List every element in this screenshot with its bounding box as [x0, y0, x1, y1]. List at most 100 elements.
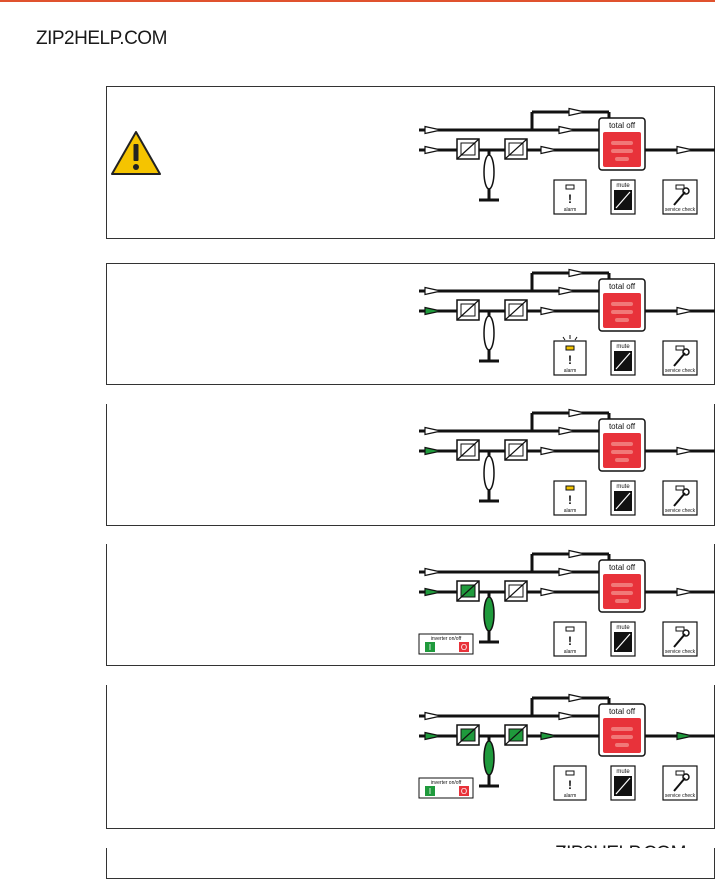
alarm-lamp [565, 485, 575, 491]
mute-label: mute [616, 484, 630, 490]
total-off-stripe [615, 157, 629, 161]
wrench-icon-head [682, 187, 690, 195]
total-off-stripe [615, 318, 629, 322]
total-off-stripe [611, 735, 633, 739]
flow-arrow [558, 711, 576, 721]
total-off-stripe [611, 583, 633, 587]
flow-arrow [568, 408, 586, 418]
flow-arrow [424, 145, 442, 155]
flow-arrow [540, 446, 558, 456]
service-lamp [675, 626, 685, 632]
flow-arrow [558, 286, 576, 296]
exclamation-icon: ! [568, 493, 572, 507]
inverter-on-off-label: inverter on/off [431, 636, 462, 642]
alarm-lamp [565, 184, 575, 190]
total-off-stripe [615, 743, 629, 747]
inverter-diagonal [504, 580, 528, 602]
mute-label: mute [616, 183, 630, 189]
inverter-diagonal [504, 299, 528, 321]
flow-arrow [558, 125, 576, 135]
flow-arrow [424, 567, 442, 577]
mute-label: mute [616, 625, 630, 631]
alarm-label: alarm [564, 793, 577, 799]
alarm-label: alarm [564, 207, 577, 213]
flow-arrow [540, 145, 558, 155]
flow-arrow [424, 731, 442, 741]
wrench-icon [673, 777, 686, 792]
total-off-stripe [615, 458, 629, 462]
flow-arrow [568, 693, 586, 703]
inverter-on-button [425, 786, 435, 796]
total-off-label: total off [609, 563, 636, 572]
flow-arrow [540, 587, 558, 597]
wrench-icon-head [682, 488, 690, 496]
service-check-label: service check [665, 649, 696, 655]
wrench-icon-head [682, 773, 690, 781]
exclamation-icon: ! [568, 634, 572, 648]
flow-arrow [676, 731, 694, 741]
mute-icon-slash [615, 191, 631, 209]
battery-icon [483, 315, 495, 351]
exclamation-icon: ! [568, 192, 572, 206]
total-off-stripe [611, 442, 633, 446]
flow-arrow [424, 306, 442, 316]
service-lamp [675, 345, 685, 351]
service-lamp [675, 184, 685, 190]
flow-arrow [676, 587, 694, 597]
rectifier-diagonal [456, 580, 480, 602]
flow-arrow [676, 306, 694, 316]
flow-arrow [568, 107, 586, 117]
mute-label: mute [616, 344, 630, 350]
total-off-label: total off [609, 282, 636, 291]
flow-arrow [568, 549, 586, 559]
flow-arrow [540, 731, 558, 741]
mute-icon-slash [615, 492, 631, 510]
alarm-lamp [565, 626, 575, 632]
flow-arrow [558, 426, 576, 436]
exclamation-icon: ! [568, 778, 572, 792]
inverter-off-text: O [461, 643, 467, 652]
flash-icon [574, 336, 578, 341]
battery-icon [483, 455, 495, 491]
alarm-lamp [565, 345, 575, 351]
battery-icon [483, 596, 495, 632]
inverter-diagonal [504, 439, 528, 461]
total-off-stripe [611, 591, 633, 595]
flow-arrow [424, 125, 442, 135]
rectifier-diagonal [456, 299, 480, 321]
alarm-label: alarm [564, 649, 577, 655]
flow-arrow [676, 446, 694, 456]
service-lamp [675, 770, 685, 776]
total-off-stripe [615, 599, 629, 603]
total-off-label: total off [609, 707, 636, 716]
watermark-text: ZIP2HELP.COM [36, 28, 167, 49]
wrench-icon [673, 191, 686, 206]
inverter-diagonal [504, 724, 528, 746]
inverter-on-text: I [429, 643, 431, 652]
total-off-label: total off [609, 121, 636, 130]
service-lamp [675, 485, 685, 491]
mute-icon-slash [615, 633, 631, 651]
flow-arrow [424, 286, 442, 296]
exclamation-icon: ! [568, 353, 572, 367]
alarm-lamp [565, 770, 575, 776]
wrench-icon [673, 492, 686, 507]
wrench-icon [673, 633, 686, 648]
total-off-stripe [611, 141, 633, 145]
rectifier-diagonal [456, 138, 480, 160]
wrench-icon-head [682, 348, 690, 356]
wrench-icon-head [682, 629, 690, 637]
warning-icon [111, 131, 161, 175]
flow-arrow [676, 145, 694, 155]
service-check-label: service check [665, 508, 696, 514]
alarm-label: alarm [564, 368, 577, 374]
battery-icon [483, 154, 495, 190]
flow-arrow [424, 587, 442, 597]
mute-icon-slash [615, 352, 631, 370]
inverter-off-button [459, 786, 469, 796]
total-off-stripe [611, 727, 633, 731]
